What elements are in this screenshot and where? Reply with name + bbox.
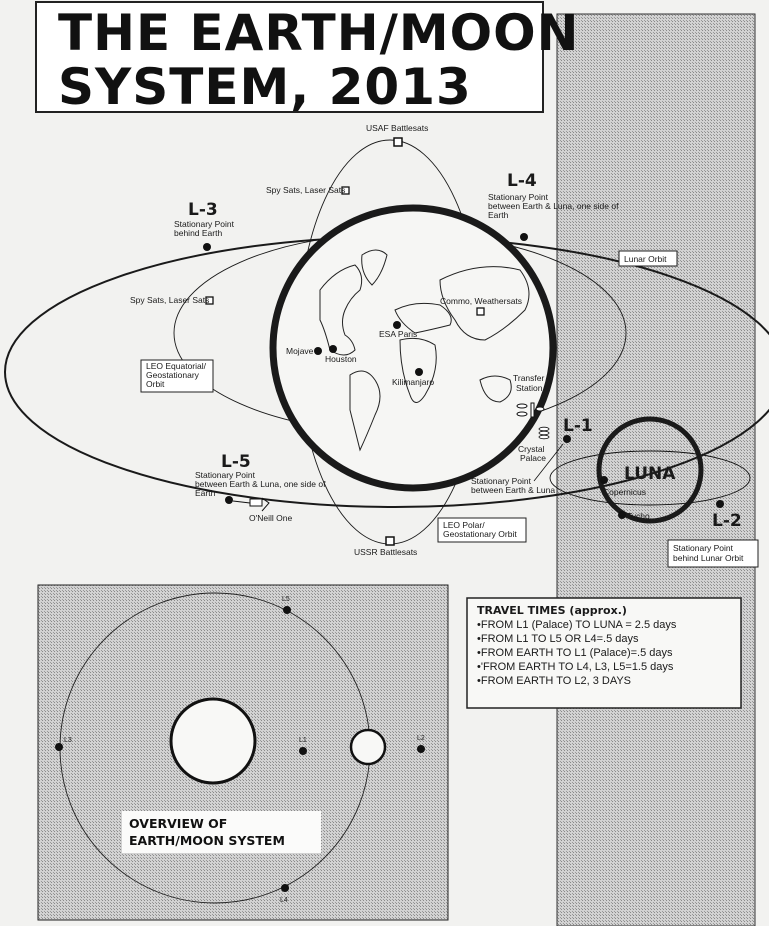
oneill-one-icon (232, 497, 270, 512)
crystal-label-2: Palace (520, 453, 546, 463)
overview-l2-dot (417, 745, 425, 753)
travel-times-heading: TRAVEL TIMES (approx.) (477, 604, 627, 617)
l1-desc-2: between Earth & Luna (471, 485, 555, 495)
commo-marker (476, 307, 485, 316)
l1-name: L-1 (563, 416, 593, 436)
overview-label-1: OVERVIEW OF (129, 816, 227, 831)
l5-desc-3: Earth (195, 488, 216, 498)
overview-l5-label: L5 (282, 596, 290, 603)
title-line-2: SYSTEM, 2013 (58, 58, 472, 116)
overview-l3-dot (55, 743, 63, 751)
l2-desc-1: Stationary Point (673, 543, 734, 553)
lunar-orbit-label-box: Lunar Orbit (618, 250, 678, 267)
travel-time-item: •FROM L1 (Palace) TO LUNA = 2.5 days (477, 619, 677, 631)
overview-l2-label: L2 (417, 735, 425, 742)
l3-desc-2: behind Earth (174, 228, 222, 238)
tycho-dot (618, 511, 626, 519)
l5-dot (225, 496, 233, 504)
l1-desc-1: Stationary Point (471, 476, 532, 486)
oneill-label: O'Neill One (249, 513, 292, 523)
copernicus-label: Copernicus (603, 487, 646, 497)
kilimanjaro-label: Kilimanjaro (392, 377, 434, 387)
transfer-label-2: Station (516, 383, 543, 393)
l3-name: L-3 (188, 200, 218, 220)
l4-desc-1: Stationary Point (488, 192, 549, 202)
travel-time-item: •'FROM EARTH TO L4, L3, L5=1.5 days (477, 661, 674, 673)
commo-label: Commo, Weathersats (440, 296, 522, 306)
overview-l1-dot (299, 747, 307, 755)
l4-dot (520, 233, 528, 241)
luna (596, 416, 704, 524)
overview-l4-label: L4 (280, 897, 288, 904)
lunar-orbit-label: Lunar Orbit (624, 254, 667, 264)
mojave-label: Mojave (286, 346, 314, 356)
usaf-battlesat-marker (393, 137, 403, 147)
houston-dot (329, 345, 337, 353)
l5-desc-2: between Earth & Luna, one side of (195, 479, 326, 489)
transfer-station-icon (516, 402, 545, 418)
spy-sat-top-marker (341, 186, 350, 195)
overview-moon (349, 728, 387, 766)
crystal-palace-icon (538, 426, 550, 440)
overview-panel: L5 L4 L3 L1 L2 OVERVIEW OF EARTH/MOON SY… (37, 584, 449, 921)
overview-label-2: EARTH/MOON SYSTEM (129, 833, 285, 848)
title-line-1: THE EARTH/MOON (58, 4, 579, 62)
l4-desc-3: Earth (488, 210, 509, 220)
l2-name: L-2 (712, 511, 742, 531)
l3-desc-1: Stationary Point (174, 219, 235, 229)
ussr-label: USSR Battlesats (354, 547, 417, 557)
l3-dot (203, 243, 211, 251)
overview-l5-dot (283, 606, 291, 614)
travel-time-item: •FROM EARTH TO L1 (Palace)=.5 days (477, 647, 673, 659)
title-box: THE EARTH/MOON SYSTEM, 2013 (35, 1, 579, 116)
spy-sat-left-marker (205, 296, 214, 305)
overview-l4-dot (281, 884, 289, 892)
luna-panel (556, 13, 756, 926)
leo-polar-label-box: LEO Polar/ Geostationary Orbit (437, 517, 527, 543)
l2-desc-box: Stationary Point behind Lunar Orbit (667, 539, 759, 568)
transfer-label-1: Transfer (513, 373, 545, 383)
esa-paris-dot (393, 321, 401, 329)
travel-time-item: •FROM EARTH TO L2, 3 DAYS (477, 675, 631, 687)
leo-eq-line-3: Orbit (146, 379, 165, 389)
kilimanjaro-dot (415, 368, 423, 376)
travel-time-item: •FROM L1 TO L5 OR L4=.5 days (477, 633, 639, 645)
l1-dot (563, 435, 571, 443)
l5-name: L-5 (221, 452, 251, 472)
leo-equatorial-label-box: LEO Equatorial/ Geostationary Orbit (140, 359, 214, 393)
usaf-label: USAF Battlesats (366, 123, 428, 133)
spy-sats-top-label: Spy Sats, Laser Sats (266, 185, 345, 195)
leo-polar-line-1: LEO Polar/ (443, 520, 485, 530)
l2-dot (716, 500, 724, 508)
travel-times-box: TRAVEL TIMES (approx.) •FROM L1 (Palace)… (466, 597, 742, 709)
crystal-label-1: Crystal (518, 444, 545, 454)
l2-desc-2: behind Lunar Orbit (673, 553, 744, 563)
luna-orbit (549, 450, 751, 506)
l5-desc-1: Stationary Point (195, 470, 256, 480)
leo-eq-line-2: Geostationary (146, 370, 200, 380)
tycho-label: Tycho (627, 511, 650, 521)
overview-earth (169, 697, 257, 785)
l4-name: L-4 (507, 171, 537, 191)
overview-l3-label: L3 (64, 737, 72, 744)
l4-desc-2: between Earth & Luna, one side of (488, 201, 619, 211)
earth (269, 204, 557, 492)
mojave-dot (314, 347, 322, 355)
leo-eq-line-1: LEO Equatorial/ (146, 361, 207, 371)
copernicus-dot (600, 476, 608, 484)
overview-l1-label: L1 (299, 737, 307, 744)
luna-label: LUNA (624, 464, 676, 484)
leo-polar-line-2: Geostationary Orbit (443, 529, 517, 539)
esa-paris-label: ESA Paris (379, 329, 417, 339)
houston-label: Houston (325, 354, 357, 364)
spy-sats-left-label: Spy Sats, Laser Sats (130, 295, 209, 305)
ussr-battlesat-marker (385, 536, 395, 546)
